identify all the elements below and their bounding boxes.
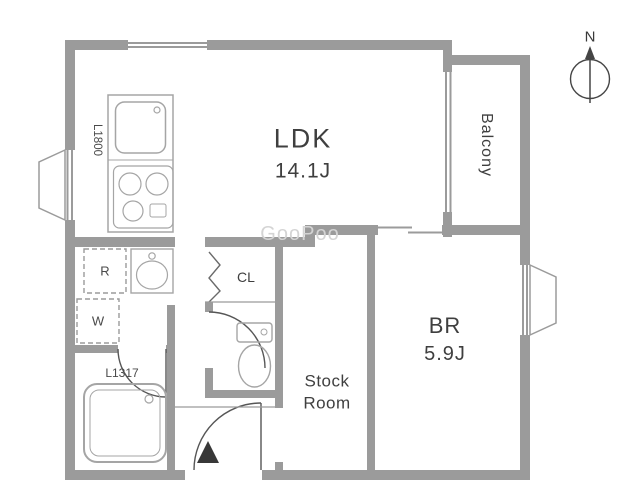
wall-washroom-top (75, 237, 175, 247)
washbasin-faucet-icon (148, 252, 156, 260)
compass-north-label: N (584, 28, 596, 46)
compass-circle (569, 58, 611, 100)
room-area-bedroom: 5.9J (424, 343, 466, 365)
kitchen-unit (107, 94, 174, 233)
walls (65, 40, 530, 480)
misc-lines (175, 301, 283, 408)
room-area-ldk: 14.1J (274, 159, 332, 183)
wall-toilet-left-bottom (205, 368, 213, 398)
kitchen-counter (107, 94, 174, 233)
windows (66, 42, 528, 335)
wall-stock-left-upper (275, 247, 283, 408)
stove-grill-icon (149, 203, 167, 218)
kitchen-stove (112, 165, 174, 229)
wall-bottom-right (262, 470, 530, 480)
wall-window-stub-top (443, 40, 452, 72)
bathroom-door-arc (117, 348, 167, 398)
stove-burner-icon (122, 200, 144, 222)
room-label-bedroom: BR (428, 313, 462, 338)
washer-space-label: W (91, 313, 105, 329)
watermark-text: GooPoo (260, 223, 340, 245)
washbasin (130, 248, 174, 294)
room-label-stock-line2: Room (303, 393, 351, 413)
washbasin-bowl-icon (135, 260, 169, 290)
room-label-balcony: Balcony (478, 113, 495, 177)
room-label-stock-line1: Stock (304, 371, 350, 391)
wall-top-left (65, 40, 128, 50)
refrigerator-space-box (83, 248, 127, 294)
kitchen-sink (114, 101, 167, 154)
bathtub-outer (83, 383, 167, 463)
wall-bottom-left (65, 470, 185, 480)
appliance-spaces (76, 248, 127, 344)
compass-icon (569, 46, 611, 103)
entrance-door-arc (193, 402, 262, 471)
toilet-door-arc (208, 311, 266, 369)
wall-toilet-bottom (205, 390, 283, 398)
washbasin-counter (130, 248, 174, 294)
toilet-tank-icon (236, 322, 273, 343)
room-label-ldk: LDK (273, 123, 333, 154)
wall-stock-left-lower (275, 462, 283, 470)
wall-balcony-top (452, 55, 530, 65)
doors (117, 251, 266, 471)
wall-step-connector (305, 225, 315, 247)
stove-burner-icon (118, 172, 142, 196)
toilet-flush-icon (260, 328, 268, 336)
wall-toilet-left-top (205, 302, 213, 312)
wall-right-lower (520, 335, 530, 480)
right-bay-window (529, 263, 557, 337)
wall-br-top-right (442, 225, 530, 235)
closet-folding-door (208, 251, 221, 303)
wall-left-lower (65, 220, 75, 480)
wall-top-mid (207, 40, 452, 50)
left-bay-window (38, 148, 66, 222)
washer-space-box (76, 298, 120, 344)
bathtub-size-label: L1317 (105, 366, 139, 380)
room-label-closet: CL (237, 269, 255, 285)
bathtub (83, 383, 167, 463)
bathtub-inner (89, 389, 161, 457)
refrigerator-space-label: R (100, 263, 110, 279)
entrance-triangle-icon (197, 441, 219, 463)
toilet-bowl-icon (237, 344, 272, 388)
wall-bath-top-left (75, 345, 118, 353)
compass-arrowhead (585, 46, 595, 59)
wall-right-upper (520, 55, 530, 265)
wall-closet-top (205, 237, 315, 247)
toilet (236, 322, 273, 388)
bay-windows (38, 148, 557, 337)
wall-window-stub-bottom (443, 212, 452, 237)
kitchen-faucet-icon (153, 106, 161, 114)
wall-stock-br-divider (367, 225, 375, 470)
wall-br-top-left (305, 225, 378, 235)
bathtub-faucet-icon (144, 394, 154, 404)
kitchen-size-label: L1800 (90, 124, 103, 156)
wall-hall-left (167, 305, 175, 470)
wall-left-upper (65, 40, 75, 150)
stove-burner-icon (145, 172, 169, 196)
